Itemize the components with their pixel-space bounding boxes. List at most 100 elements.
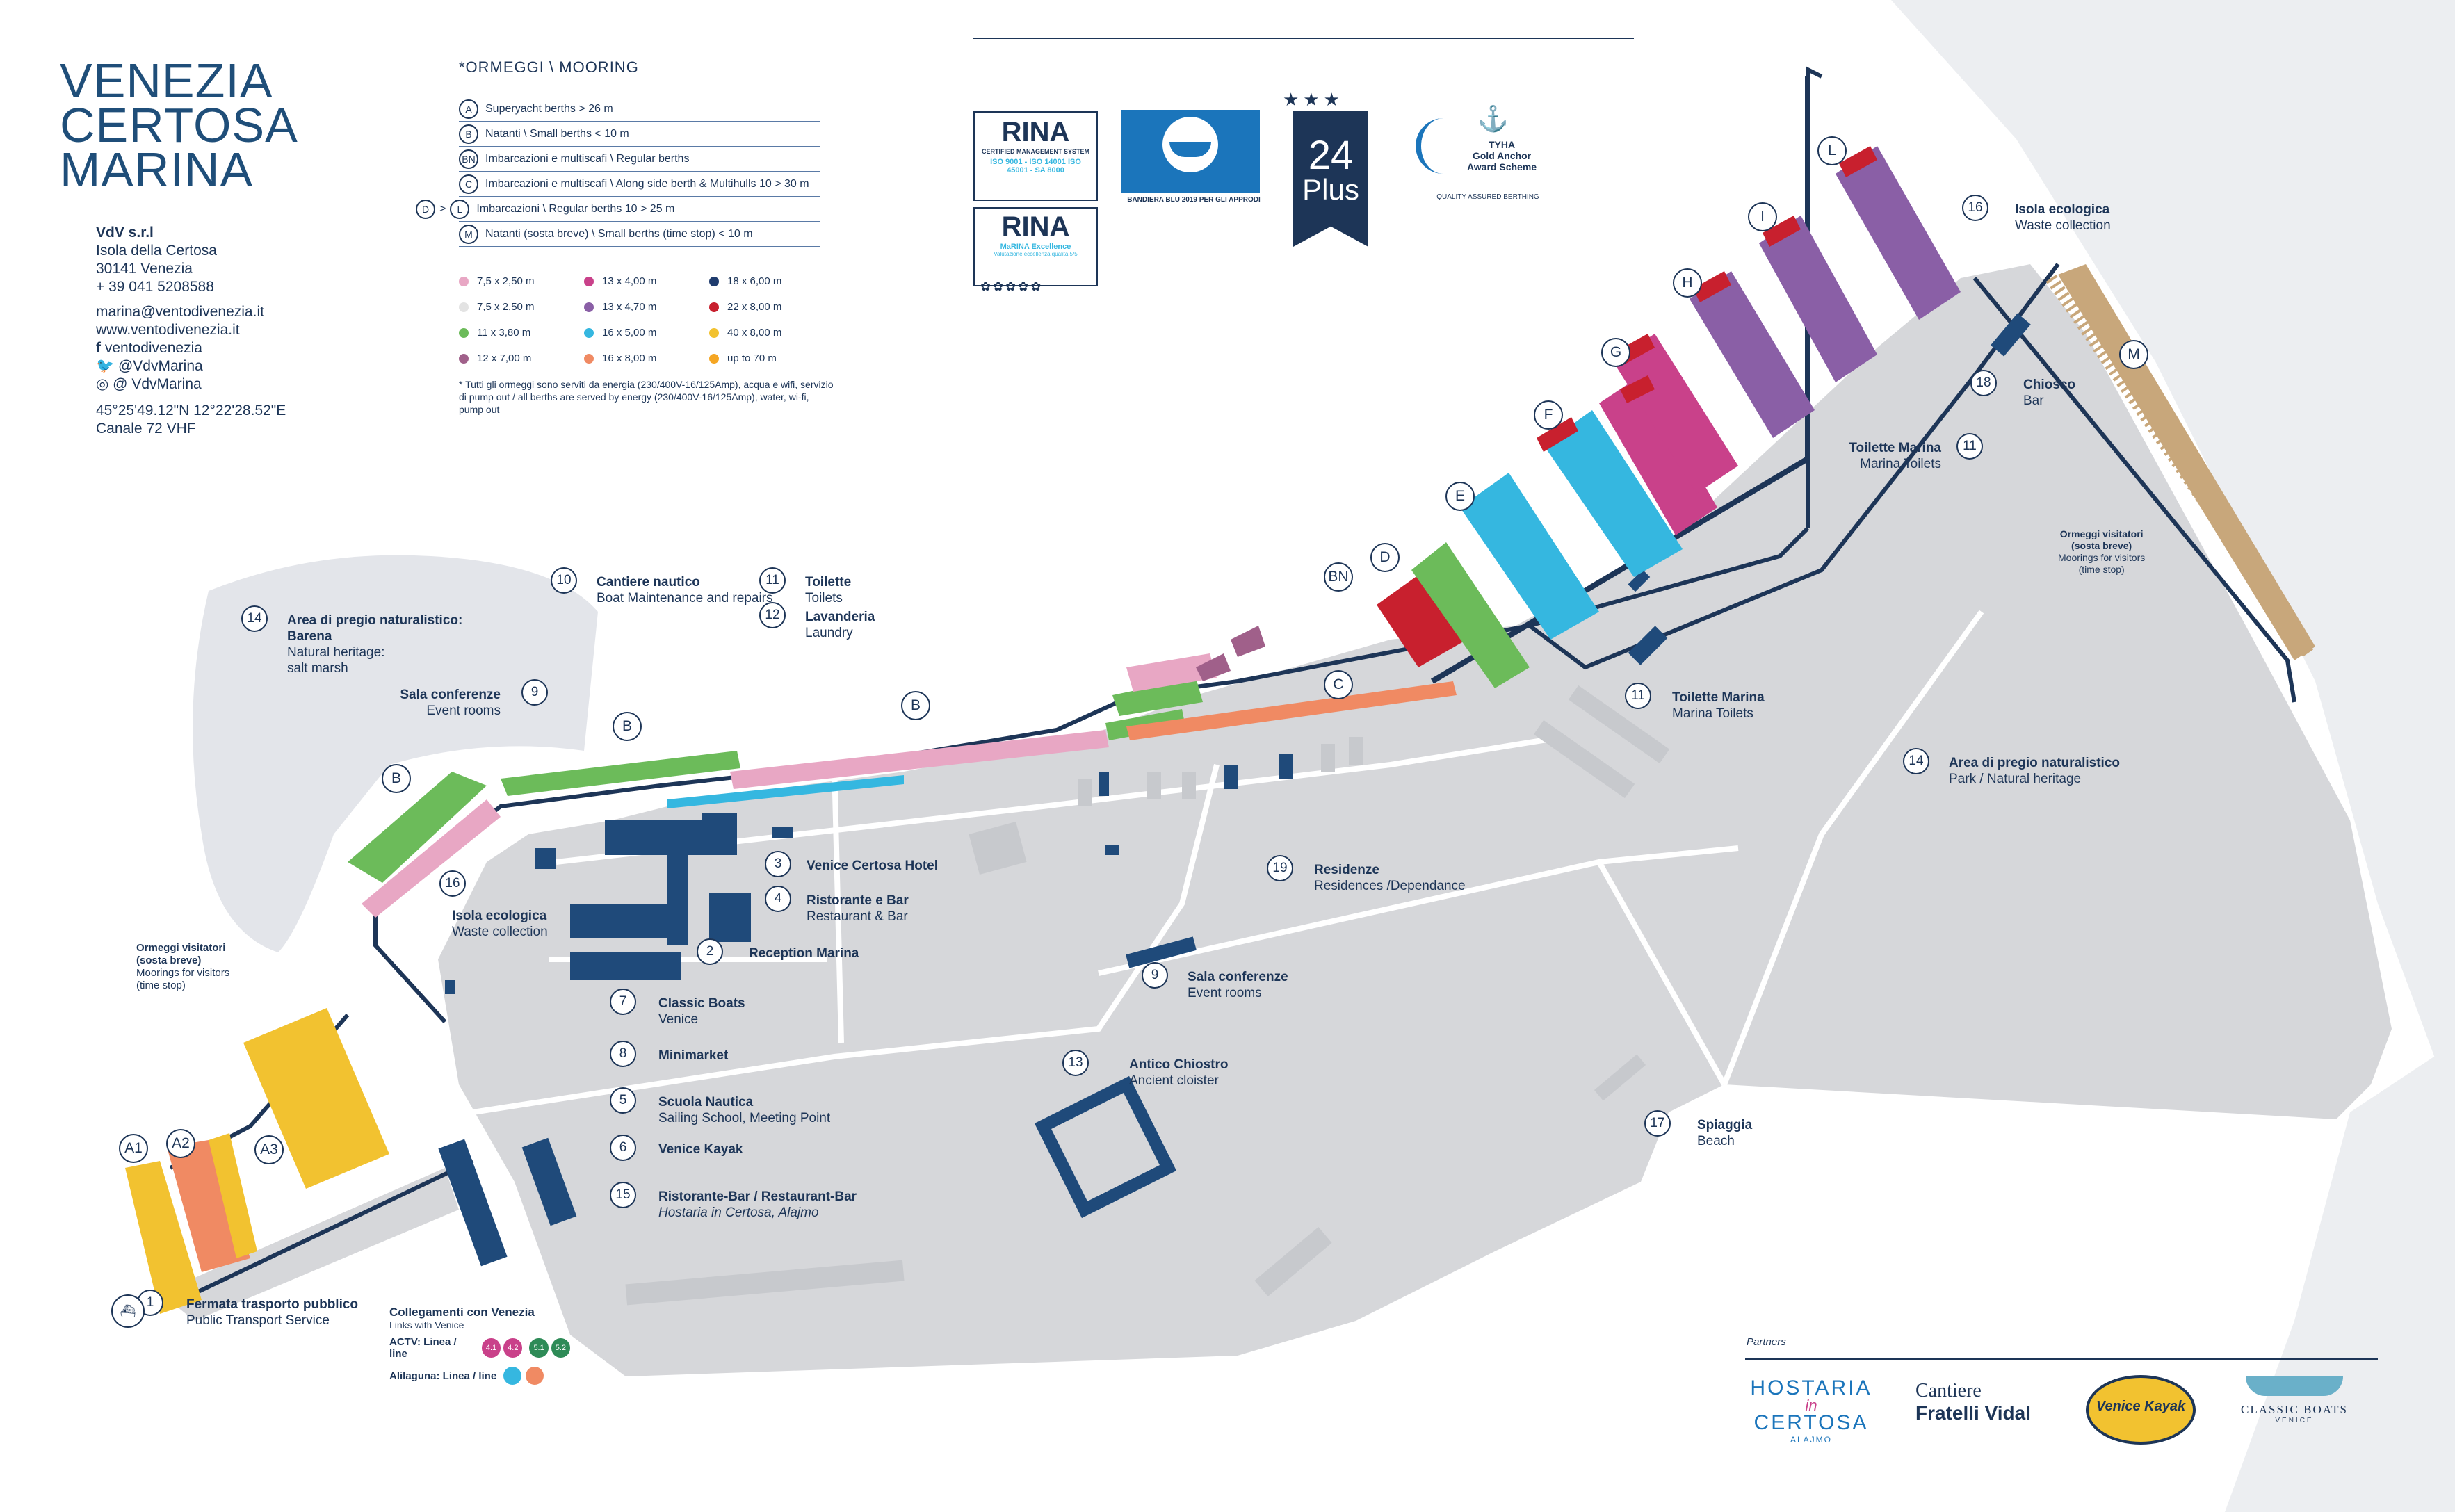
place-label-p8[interactable]: Minimarket xyxy=(658,1048,728,1064)
visitor-right-en1: Moorings for visitors xyxy=(2058,552,2146,563)
place-number-p11c[interactable]: 11 xyxy=(1625,683,1651,709)
place-name-en: Residences /Dependance xyxy=(1314,879,1466,893)
instagram-row[interactable]: ◎ @ VdvMarina xyxy=(96,375,360,393)
size-legend-item: 12 x 7,00 m xyxy=(459,346,584,371)
email-link[interactable]: marina@ventodivenezia.it xyxy=(96,304,264,320)
place-label-p6[interactable]: Venice Kayak xyxy=(658,1141,743,1157)
rina-logo: RINA xyxy=(1001,117,1070,147)
place-number-p14b[interactable]: 14 xyxy=(1903,748,1929,774)
phone[interactable]: + 39 041 5208588 xyxy=(96,279,214,295)
pier-letter-bn[interactable]: BN xyxy=(1324,562,1353,592)
pier-letter-e[interactable]: E xyxy=(1445,482,1475,511)
buildings xyxy=(438,313,2031,1267)
place-name-en: Waste collection xyxy=(452,925,548,939)
twitter-row[interactable]: 🐦 @VdvMarina xyxy=(96,357,360,375)
place-number-p3[interactable]: 3 xyxy=(765,851,791,877)
ancient-cloister xyxy=(1034,1075,1177,1219)
place-number-p2[interactable]: 2 xyxy=(697,938,723,965)
anchor-icon: ⚓ xyxy=(1477,104,1509,133)
place-number-p9b[interactable]: 9 xyxy=(1142,962,1168,989)
pier-letter-f[interactable]: F xyxy=(1534,400,1563,430)
hostaria-logo[interactable]: HOSTARIA in CERTOSA ALAJMO xyxy=(1745,1376,1877,1445)
place-name: Residenze xyxy=(1314,863,1379,877)
pier-letter-i[interactable]: I xyxy=(1748,202,1777,231)
brand-line-2: CERTOSA xyxy=(60,98,298,152)
pier-letter-a2[interactable]: A2 xyxy=(166,1129,195,1158)
berths-F2 xyxy=(1599,375,1717,535)
place-name: Ristorante e Bar xyxy=(807,893,909,908)
pier-letter-d[interactable]: D xyxy=(1370,543,1400,572)
place-name-en: Beach xyxy=(1697,1134,1735,1148)
place-number-p7[interactable]: 7 xyxy=(610,989,636,1015)
size-color-swatch xyxy=(584,353,594,364)
place-number-p10[interactable]: 10 xyxy=(551,567,577,594)
pier-letter-h[interactable]: H xyxy=(1673,268,1702,298)
place-number-p4[interactable]: 4 xyxy=(765,886,791,912)
size-legend-item: 11 x 3,80 m xyxy=(459,320,584,346)
place-number-p18[interactable]: 18 xyxy=(1970,370,1997,396)
pier-letter-b[interactable]: B xyxy=(382,764,411,793)
place-number-p6[interactable]: 6 xyxy=(610,1135,636,1161)
pier-letter-b[interactable]: B xyxy=(613,712,642,741)
web-link[interactable]: www.ventodivenezia.it xyxy=(96,322,240,338)
cantiere-vidal-logo[interactable]: Cantiere Fratelli Vidal xyxy=(1915,1380,2048,1424)
place-name: Toilette Marina xyxy=(1849,441,1941,455)
place-name: Spiaggia xyxy=(1697,1118,1753,1132)
kayak-text: Venice Kayak xyxy=(2096,1399,2186,1414)
pier-letter-g[interactable]: G xyxy=(1601,338,1630,367)
place-number-p19[interactable]: 19 xyxy=(1267,855,1293,881)
place-number-p12[interactable]: 12 xyxy=(759,602,786,628)
pier-letter-a1[interactable]: A1 xyxy=(119,1134,148,1163)
place-number-p5[interactable]: 5 xyxy=(610,1087,636,1114)
pier-letter-a3[interactable]: A3 xyxy=(254,1135,284,1164)
place-name: Isola ecologica xyxy=(2015,202,2110,217)
place-number-p8[interactable]: 8 xyxy=(610,1041,636,1067)
place-number-p11a[interactable]: 11 xyxy=(759,567,786,594)
pier-letter-m[interactable]: M xyxy=(2119,340,2148,369)
place-number-p9a[interactable]: 9 xyxy=(521,679,548,706)
place-name-en: Event rooms xyxy=(1188,986,1262,1000)
line-4-2-badge: 4.2 xyxy=(503,1338,523,1358)
pier-letter-l[interactable]: L xyxy=(1817,136,1847,165)
facebook-row[interactable]: f ventodivenezia xyxy=(96,339,360,357)
place-name-en: Event rooms xyxy=(426,704,501,718)
classic-line-1: CLASSIC BOATS xyxy=(2240,1403,2348,1416)
place-number-p13[interactable]: 13 xyxy=(1062,1050,1089,1076)
venice-kayak-logo[interactable]: Venice Kayak xyxy=(2086,1375,2196,1445)
pier-letter-b[interactable]: B xyxy=(901,691,930,720)
place-number-p16a[interactable]: 16 xyxy=(439,870,466,897)
place-number-p11b[interactable]: 11 xyxy=(1956,433,1983,460)
place-number-p15[interactable]: 15 xyxy=(610,1182,636,1208)
place-number-p14a[interactable]: 14 xyxy=(241,605,268,632)
place-label-p2[interactable]: Reception Marina xyxy=(749,945,859,961)
rina-star-icons: ✿✿✿✿✿ xyxy=(980,279,1044,293)
place-number-p17[interactable]: 17 xyxy=(1644,1110,1671,1137)
size-legend-item: 18 x 6,00 m xyxy=(709,268,834,294)
place-label-p3[interactable]: Venice Certosa Hotel xyxy=(807,858,938,874)
pier-letter-c[interactable]: C xyxy=(1324,670,1353,699)
classic-boats-logo[interactable]: CLASSIC BOATS VENICE xyxy=(2225,1376,2364,1424)
place-number-p16b[interactable]: 16 xyxy=(1962,195,1988,221)
size-label: 18 x 6,00 m xyxy=(727,275,782,287)
